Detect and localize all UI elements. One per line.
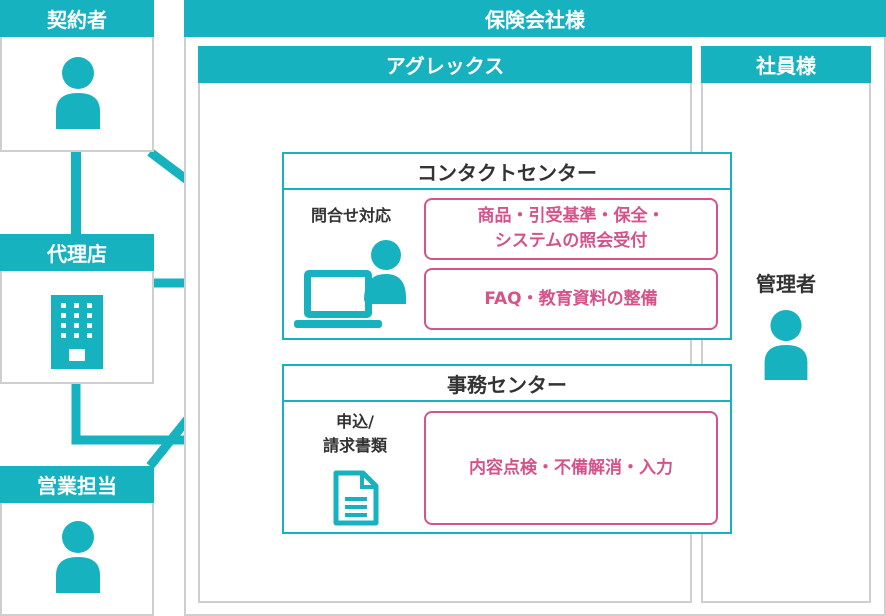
contractor-label: 契約者: [47, 8, 107, 32]
faq-text: FAQ・教育資料の整備: [484, 288, 658, 309]
contact-center-divider: [284, 188, 730, 190]
agrex-title: アグレックス: [385, 54, 505, 78]
inspection-box: 内容点検・不備解消・入力: [424, 411, 718, 525]
inquiry-label: 問合せ対応: [310, 206, 391, 225]
contact-center-title: コンタクトセンター: [417, 160, 597, 185]
insurer-title: 保険会社様: [485, 8, 585, 32]
documents-label: 申込/ 請求書類: [292, 410, 418, 458]
office-center-title: 事務センター: [447, 372, 567, 397]
contractor-header: 契約者: [0, 0, 154, 37]
document-icon: [333, 470, 379, 526]
inquiry-reception-box: 商品・引受基準・保全・ システムの照会受付: [424, 198, 718, 260]
building-icon: [51, 295, 103, 369]
agency-header: 代理店: [0, 234, 154, 271]
person-icon: [56, 57, 100, 129]
insurer-header: 保険会社様: [184, 0, 886, 37]
agency-box: [0, 271, 154, 384]
agrex-header: アグレックス: [198, 46, 692, 83]
manager-label: 管理者: [756, 271, 816, 296]
sales-label: 営業担当: [37, 474, 117, 498]
documents-label-line1: 申込/: [336, 412, 374, 431]
faq-box: FAQ・教育資料の整備: [424, 268, 718, 330]
staff-header: 社員様: [701, 46, 871, 83]
inspection-text: 内容点検・不備解消・入力: [469, 457, 673, 478]
contractor-box: [0, 37, 154, 152]
inquiry-reception-line1: 商品・引受基準・保全・: [477, 206, 665, 227]
laptop-operator-icon: [294, 240, 406, 328]
sales-box: [0, 503, 154, 616]
staff-title: 社員様: [756, 54, 816, 78]
sales-header: 営業担当: [0, 466, 154, 503]
inquiry-reception-line2: システムの照会受付: [494, 231, 648, 251]
person-icon: [56, 521, 100, 593]
agency-label: 代理店: [47, 242, 107, 266]
person-icon: [764, 309, 808, 380]
office-center-divider: [284, 400, 730, 402]
documents-label-line2: 請求書類: [322, 436, 387, 455]
